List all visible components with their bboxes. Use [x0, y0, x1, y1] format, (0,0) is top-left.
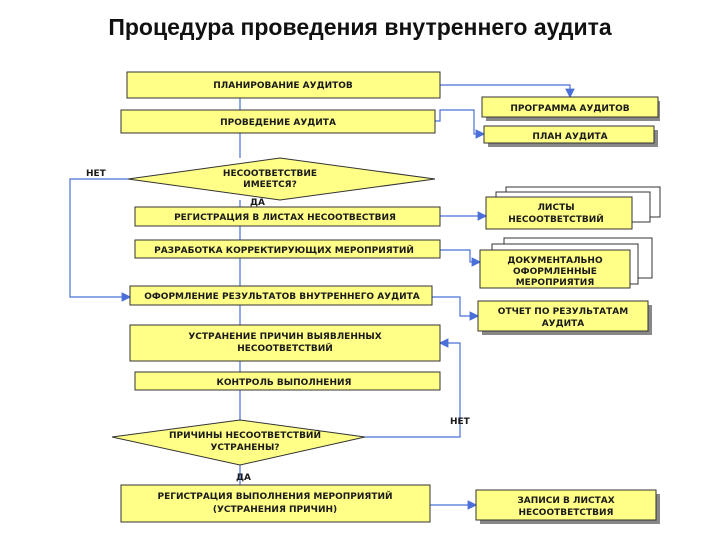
connector-to-plan: [435, 109, 486, 139]
box-elimination-line1: УСТРАНЕНИЕ ПРИЧИН ВЫЯВЛЕННЫХ: [188, 332, 381, 342]
doc-plan: ПЛАН АУДИТА: [483, 125, 658, 147]
box-registration: РЕГИСТРАЦИЯ В ЛИСТАХ НЕСООТВЕСТВИЯ: [134, 206, 441, 227]
doc-report-line1: ОТЧЕТ ПО РЕЗУЛЬТАТАМ: [498, 307, 628, 317]
doc-records-line1: ЗАПИСИ В ЛИСТАХ: [517, 496, 614, 506]
decision-causes-line1: ПРИЧИНЫ НЕСООТВЕТСТВИЙ: [169, 429, 321, 441]
box-conducting-label: ПРОВЕДЕНИЕ АУДИТА: [220, 118, 336, 128]
box-results-label: ОФОРМЛЕНИЕ РЕЗУЛЬТАТОВ ВНУТРЕННЕГО АУДИТ…: [144, 292, 420, 302]
page-title: Процедура проведения внутреннего аудита: [108, 14, 612, 40]
connector-to-program: [440, 84, 575, 99]
doc-report-line2: АУДИТА: [542, 319, 585, 329]
box-control: КОНТРОЛЬ ВЫПОЛНЕНИЯ: [134, 371, 441, 391]
doc-nc-sheets-line1: ЛИСТЫ: [537, 203, 574, 213]
box-conducting: ПРОВЕДЕНИЕ АУДИТА: [120, 109, 436, 134]
box-corrective: РАЗРАБОТКА КОРРЕКТИРУЮЩИХ МЕРОПРИЯТИЙ: [134, 239, 441, 259]
doc-plan-label: ПЛАН АУДИТА: [532, 132, 607, 142]
no-branch-line: [69, 178, 132, 302]
yes-label: ДА: [250, 198, 265, 208]
box-final-line1: РЕГИСТРАЦИЯ ВЫПОЛНЕНИЯ МЕРОПРИЯТИЙ: [157, 490, 392, 502]
box-elimination: УСТРАНЕНИЕ ПРИЧИН ВЫЯВЛЕННЫХ НЕСООТВЕТСТ…: [129, 324, 441, 362]
connector-to-documented: [440, 249, 482, 267]
decision-nonconformity-line1: НЕСООТВЕТСТВИЕ: [223, 169, 317, 179]
doc-documented-line3: МЕРОПРИЯТИЯ: [516, 278, 595, 288]
connector-to-report: [432, 296, 480, 321]
box-results: ОФОРМЛЕНИЕ РЕЗУЛЬТАТОВ ВНУТРЕННЕГО АУДИТ…: [129, 285, 433, 306]
doc-program-label: ПРОГРАММА АУДИТОВ: [510, 104, 629, 114]
box-planning-label: ПЛАНИРОВАНИЕ АУДИТОВ: [213, 81, 353, 91]
doc-nc-sheets-line2: НЕСООТВЕТСТВИЙ: [508, 213, 604, 225]
box-final-registration: РЕГИСТРАЦИЯ ВЫПОЛНЕНИЯ МЕРОПРИЯТИЙ (УСТР…: [120, 484, 431, 523]
doc-report: ОТЧЕТ ПО РЕЗУЛЬТАТАМ АУДИТА: [477, 300, 652, 335]
box-final-line2: (УСТРАНЕНИЯ ПРИЧИН): [213, 505, 337, 515]
doc-program: ПРОГРАММА АУДИТОВ: [481, 96, 660, 121]
doc-nc-sheets: ЛИСТЫ НЕСООТВЕТСТВИЙ: [485, 186, 661, 230]
box-elimination-line2: НЕСООТВЕТСТВИЙ: [237, 342, 333, 354]
box-planning: ПЛАНИРОВАНИЕ АУДИТОВ: [126, 71, 441, 99]
decision-causes-line2: УСТРАНЕНЫ?: [210, 443, 279, 453]
box-corrective-label: РАЗРАБОТКА КОРРЕКТИРУЮЩИХ МЕРОПРИЯТИЙ: [154, 244, 414, 256]
doc-documented-measures: ДОКУМЕНТАЛЬНО ОФОРМЛЕННЫЕ МЕРОПРИЯТИЯ: [479, 237, 653, 289]
box-registration-label: РЕГИСТРАЦИЯ В ЛИСТАХ НЕСООТВЕСТВИЯ: [174, 213, 396, 223]
decision-nonconformity-line2: ИМЕЕТСЯ?: [243, 180, 297, 190]
doc-records-line2: НЕСООТВЕТСТВИЯ: [519, 508, 614, 518]
no-label-2: НЕТ: [450, 417, 471, 427]
doc-documented-line2: ОФОРМЛЕННЫЕ: [513, 267, 597, 277]
box-control-label: КОНТРОЛЬ ВЫПОЛНЕНИЯ: [217, 378, 352, 388]
no-label: НЕТ: [86, 169, 107, 179]
decision-causes-eliminated: ПРИЧИНЫ НЕСООТВЕТСТВИЙ УСТРАНЕНЫ?: [111, 419, 366, 466]
doc-documented-line1: ДОКУМЕНТАЛЬНО: [507, 256, 603, 266]
yes-label-2: ДА: [236, 473, 251, 483]
decision-nonconformity: НЕСООТВЕТСТВИЕ ИМЕЕТСЯ?: [127, 157, 436, 201]
doc-records: ЗАПИСИ В ЛИСТАХ НЕСООТВЕТСТВИЯ: [475, 489, 660, 524]
no-branch-line-2: [365, 338, 461, 438]
